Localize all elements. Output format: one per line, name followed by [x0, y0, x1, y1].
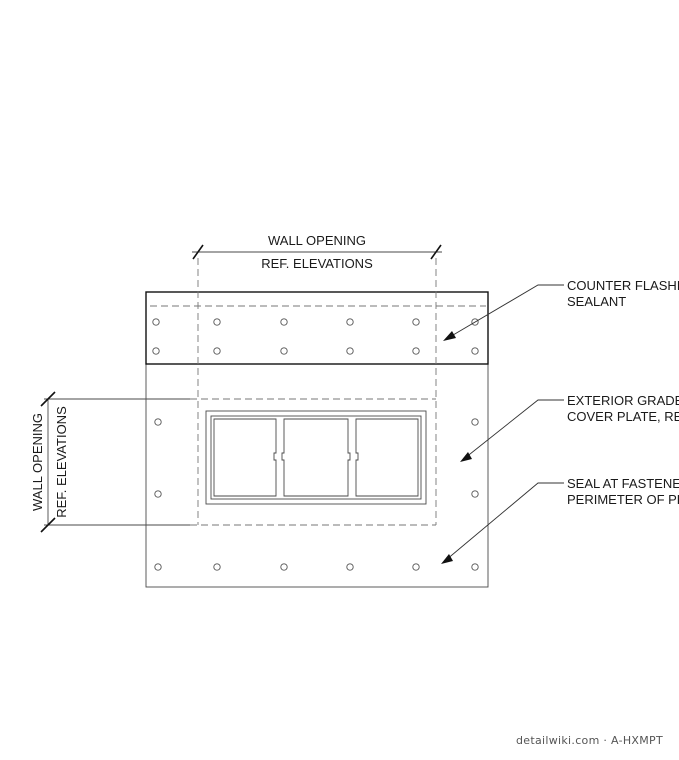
- fastener-hole: [412, 347, 420, 355]
- fastener-hole: [471, 490, 479, 498]
- fastener-hole: [213, 563, 221, 571]
- horizontal-dimension-line1: WALL OPENING: [268, 233, 366, 248]
- box-frame-inner: [210, 415, 422, 500]
- box-frame-outer: [205, 410, 427, 505]
- watermark: detailwiki.com · A-HXMPT: [516, 734, 663, 747]
- counter-flashing-band: [145, 291, 489, 365]
- fastener-hole: [346, 318, 354, 326]
- fastener-holes-flashing: [152, 318, 479, 355]
- callout-counter-flashing-line2: SEALANT: [567, 294, 626, 309]
- fastener-hole: [154, 418, 162, 426]
- fastener-hole: [280, 318, 288, 326]
- fastener-holes-bottom: [154, 563, 479, 571]
- fastener-hole: [346, 347, 354, 355]
- callout-leader-counter-flashing: [443, 284, 564, 341]
- callout-counter-flashing-line1: COUNTER FLASHING: [567, 278, 679, 293]
- box-compartment-left: [213, 418, 277, 497]
- fastener-hole: [412, 318, 420, 326]
- horizontal-dimension-line2: REF. ELEVATIONS: [261, 256, 373, 271]
- callout-leader-cover-plate: [460, 399, 564, 462]
- callout-cover-plate-line2: COVER PLATE, REF: [567, 409, 679, 424]
- vertical-dimension-line2: REF. ELEVATIONS: [54, 406, 69, 518]
- fastener-hole: [280, 563, 288, 571]
- box-compartment-right: [355, 418, 419, 497]
- fastener-hole: [346, 563, 354, 571]
- fastener-hole: [471, 347, 479, 355]
- fastener-hole: [152, 347, 160, 355]
- callout-seal-fasteners-line2: PERIMETER OF PLA: [567, 492, 679, 507]
- fastener-hole: [154, 490, 162, 498]
- fastener-holes-sides: [154, 418, 479, 498]
- fastener-hole: [152, 318, 160, 326]
- callout-seal-fasteners-line1: SEAL AT FASTENER: [567, 476, 679, 491]
- fastener-hole: [280, 347, 288, 355]
- vertical-dimension-line1: WALL OPENING: [30, 413, 45, 511]
- fastener-hole: [471, 563, 479, 571]
- fastener-hole: [471, 418, 479, 426]
- callout-cover-plate-line1: EXTERIOR GRADE E: [567, 393, 679, 408]
- vertical-dimension: WALL OPENING REF. ELEVATIONS: [30, 391, 190, 533]
- fastener-hole: [412, 563, 420, 571]
- fastener-hole: [213, 347, 221, 355]
- fastener-hole: [213, 318, 221, 326]
- fastener-hole: [154, 563, 162, 571]
- callout-leader-seal-fasteners: [441, 482, 564, 564]
- horizontal-dimension: WALL OPENING REF. ELEVATIONS: [192, 233, 442, 271]
- cover-plate: [145, 291, 489, 588]
- box-compartment-middle: [281, 418, 351, 497]
